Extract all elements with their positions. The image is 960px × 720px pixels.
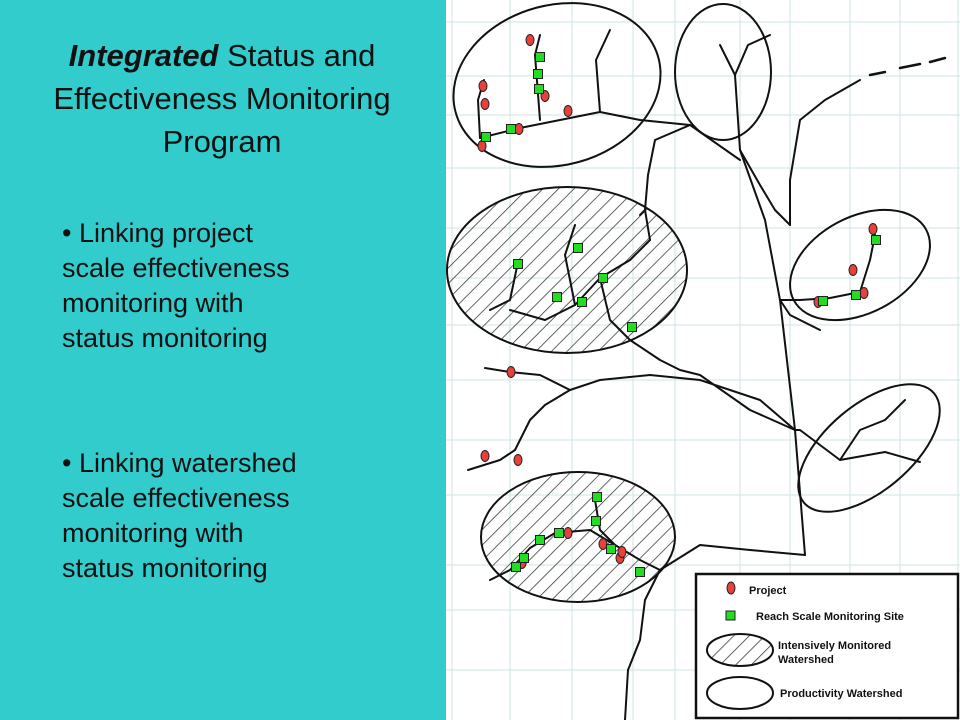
project-marker bbox=[478, 80, 488, 92]
reach-site-marker bbox=[598, 273, 608, 283]
project-marker bbox=[598, 538, 608, 550]
reach-site-marker bbox=[511, 562, 521, 572]
project-marker bbox=[563, 105, 573, 117]
project-marker bbox=[868, 223, 878, 235]
left-panel: Integrated Status and Effectiveness Moni… bbox=[0, 0, 446, 720]
stream-network bbox=[467, 29, 947, 720]
reach-site-marker bbox=[577, 297, 587, 307]
reach-site-marker bbox=[481, 132, 491, 142]
bullet-project-scale: • Linking project scale effectiveness mo… bbox=[62, 218, 290, 353]
title-rest: Status and Effectiveness Monitoring Prog… bbox=[53, 38, 391, 159]
bullet-watershed-scale: • Linking watershed scale effectiveness … bbox=[62, 448, 297, 583]
background-grid bbox=[446, 0, 960, 720]
reach-site-marker bbox=[519, 553, 529, 563]
hatched-watershed-legend-icon bbox=[706, 633, 774, 667]
reach-site-marker bbox=[851, 290, 861, 300]
legend-label-imw-1: Intensively Monitored bbox=[778, 640, 891, 652]
reach-site-marker bbox=[513, 259, 523, 269]
project-marker-legend-icon bbox=[726, 581, 736, 595]
project-marker bbox=[563, 527, 573, 539]
project-marker bbox=[525, 34, 535, 46]
legend: Project Reach Scale Monitoring Site Inte… bbox=[694, 572, 960, 720]
site-marker-legend-icon bbox=[725, 610, 736, 621]
reach-site-marker bbox=[635, 567, 645, 577]
reach-site-marker bbox=[627, 322, 637, 332]
watershed-diagram: Project Reach Scale Monitoring Site Inte… bbox=[446, 0, 960, 720]
reach-site-marker bbox=[533, 69, 543, 79]
title-emphasis: Integrated bbox=[68, 38, 219, 73]
productivity-watershed-top-left bbox=[452, 2, 662, 168]
productivity-watershed-lower-right bbox=[797, 383, 941, 513]
reach-site-marker bbox=[506, 124, 516, 134]
reach-site-marker bbox=[591, 516, 601, 526]
productivity-watershed-top-center bbox=[674, 3, 772, 141]
project-marker bbox=[859, 287, 869, 299]
reach-site-marker bbox=[606, 544, 616, 554]
slide-title: Integrated Status and Effectiveness Moni… bbox=[20, 34, 424, 163]
intensively-monitored-watershed-lower bbox=[480, 471, 676, 603]
project-marker bbox=[480, 98, 490, 110]
project-marker bbox=[480, 450, 490, 462]
watershed-regions bbox=[446, 2, 941, 603]
project-marker bbox=[513, 454, 523, 466]
project-marker bbox=[506, 366, 516, 378]
legend-label-productivity: Productivity Watershed bbox=[780, 688, 902, 700]
legend-label-imw-2: Watershed bbox=[778, 654, 834, 666]
reach-site-marker bbox=[552, 292, 562, 302]
legend-label-reach-site: Reach Scale Monitoring Site bbox=[756, 611, 904, 623]
project-marker bbox=[617, 546, 627, 558]
reach-site-marker bbox=[592, 492, 602, 502]
productivity-watershed-legend-icon bbox=[706, 676, 774, 710]
reach-site-marker bbox=[573, 243, 583, 253]
reach-site-marker bbox=[818, 296, 828, 306]
reach-site-marker bbox=[535, 52, 545, 62]
reach-site-marker bbox=[871, 235, 881, 245]
reach-site-marker bbox=[535, 535, 545, 545]
reach-site-marker bbox=[554, 528, 564, 538]
legend-label-project: Project bbox=[749, 585, 787, 597]
project-marker bbox=[848, 264, 858, 276]
monitoring-markers bbox=[477, 34, 881, 577]
reach-site-marker bbox=[534, 84, 544, 94]
project-marker bbox=[477, 140, 487, 152]
project-marker bbox=[514, 123, 524, 135]
